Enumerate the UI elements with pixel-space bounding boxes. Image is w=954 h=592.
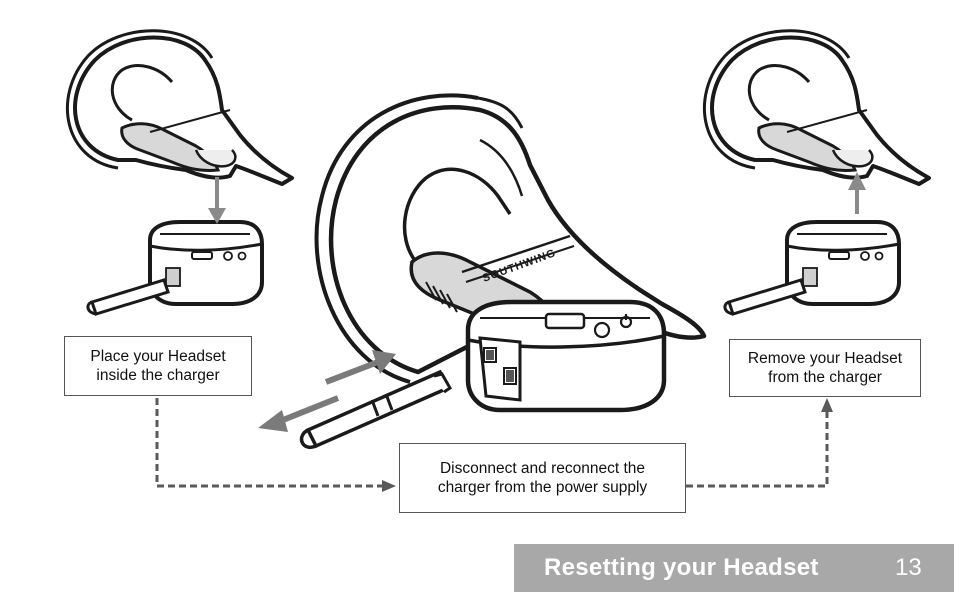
page-footer: Resetting your Headset 13 <box>514 544 954 592</box>
step-remove-text: Remove your Headset from the charger <box>747 350 903 386</box>
power-plug <box>299 369 452 450</box>
step-place-headset: Place your Headset inside the charger <box>64 336 252 396</box>
disconnect-arrow <box>258 395 340 432</box>
remove-arrow <box>848 172 866 214</box>
step-place-text: Place your Headset inside the charger <box>90 348 226 384</box>
speaker-grille <box>425 281 458 313</box>
right-charger <box>722 220 901 316</box>
flow-connectors <box>155 398 829 488</box>
page-number: 13 <box>895 554 922 581</box>
insert-arrow <box>208 177 226 224</box>
step-reconnect-text: Disconnect and reconnect the charger fro… <box>437 460 648 496</box>
step-reconnect-power: Disconnect and reconnect the charger fro… <box>399 443 686 513</box>
flow-arrowhead-up <box>821 398 833 412</box>
left-charger <box>85 220 265 316</box>
right-headset <box>702 28 931 186</box>
center-indicator-icons <box>593 314 633 339</box>
center-headset-in-charger: SOUTHWING <box>314 93 707 413</box>
flow-arrowhead-right <box>382 480 396 492</box>
connect-arrow <box>324 350 396 385</box>
step-remove-headset: Remove your Headset from the charger <box>729 339 921 397</box>
section-title: Resetting your Headset <box>544 554 819 581</box>
left-headset <box>65 28 294 186</box>
